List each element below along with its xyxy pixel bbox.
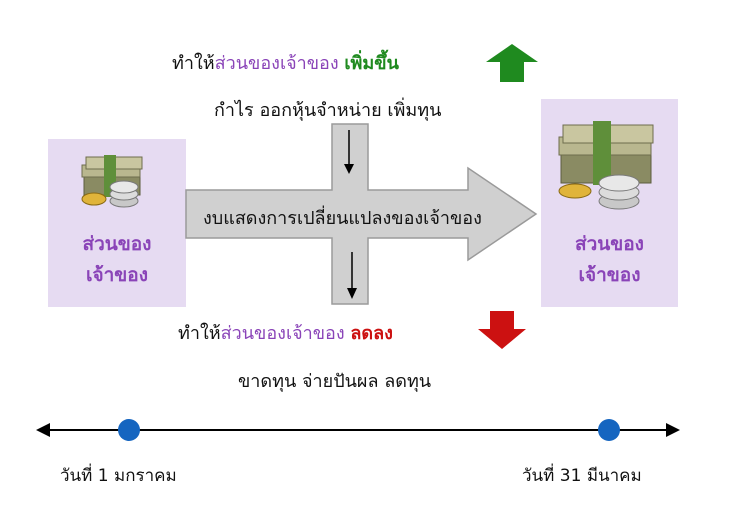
arrow-down-icon <box>478 311 526 349</box>
opening-equity-line2: เจ้าของ <box>86 264 148 286</box>
decrease-subject: ส่วนของเจ้าของ <box>220 323 345 344</box>
increase-items: กำไร ออกหุ้นจำหน่าย เพิ่มทุน <box>214 100 442 121</box>
statement-arrow <box>185 123 538 305</box>
increase-prefix: ทำให้ <box>172 53 215 74</box>
decrease-caption: ทำให้ส่วนของเจ้าของ ลดลง <box>178 318 393 347</box>
money-stack-coins-icon <box>558 121 654 210</box>
money-stack-coins-icon <box>81 155 143 208</box>
opening-equity-line1: ส่วนของ <box>82 233 152 255</box>
increase-subject: ส่วนของเจ้าของ <box>214 53 339 74</box>
opening-equity-box: ส่วนของ เจ้าของ <box>48 139 186 307</box>
timeline-end-dot <box>598 419 620 441</box>
decrease-effect: ลดลง <box>350 323 393 344</box>
outflow-arrow-icon <box>347 252 357 299</box>
inflow-arrow-icon <box>344 130 354 174</box>
timeline-end-label: วันที่ 31 มีนาคม <box>522 466 642 486</box>
timeline <box>36 419 680 441</box>
decrease-items: ขาดทุน จ่ายปันผล ลดทุน <box>238 371 432 392</box>
closing-equity-line2: เจ้าของ <box>578 264 641 286</box>
statement-arrow-label: งบแสดงการเปลี่ยนแปลงของเจ้าของ <box>203 208 482 229</box>
increase-caption: ทำให้ส่วนของเจ้าของ เพิ่มขึ้น <box>172 48 399 77</box>
timeline-start-label: วันที่ 1 มกราคม <box>60 466 177 486</box>
closing-equity-box: ส่วนของ เจ้าของ <box>541 99 678 307</box>
decrease-prefix: ทำให้ <box>178 323 221 344</box>
closing-equity-line1: ส่วนของ <box>575 233 644 255</box>
arrow-up-icon <box>486 44 538 82</box>
timeline-start-dot <box>118 419 140 441</box>
increase-effect: เพิ่มขึ้น <box>344 53 399 74</box>
